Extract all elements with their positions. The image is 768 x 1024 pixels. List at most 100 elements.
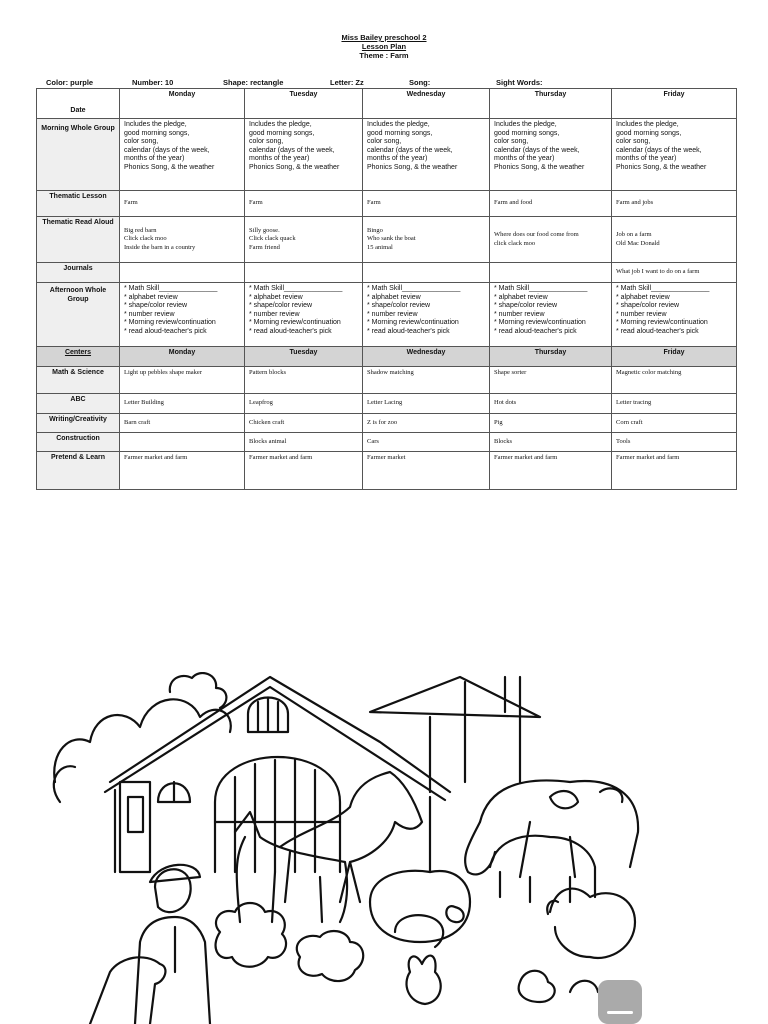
pretend-label: Pretend & Learn (36, 451, 120, 490)
dog (88, 956, 167, 1024)
day-header: Tuesday (244, 88, 363, 119)
journals-label: Journals (36, 262, 120, 283)
pony (233, 810, 349, 924)
readaloud-cell: Bingo Who sank the boat 15 animal (362, 216, 490, 263)
journals-cell (362, 262, 490, 283)
construction-cell (119, 432, 245, 452)
afternoon-cell: * Math Skill_______________ * alphabet r… (611, 282, 737, 347)
sheep (214, 901, 288, 968)
day-header: Wednesday (362, 346, 490, 367)
thematic-cell: Farm (362, 190, 490, 217)
pretend-cell: Farmer market (362, 451, 490, 490)
barn-wall (113, 788, 432, 874)
table-row: ABC Letter Building Leapfrog Letter Laci… (36, 393, 737, 414)
minus-icon (607, 1011, 633, 1014)
construction-label: Construction (36, 432, 120, 452)
horse (278, 770, 424, 904)
thematic-cell: Farm (244, 190, 363, 217)
barn-door-arch (213, 755, 342, 874)
readaloud-cell: Big red barn Click clack moo Inside the … (119, 216, 245, 263)
barn-roof (108, 675, 452, 794)
math-label: Math & Science (36, 366, 120, 394)
barn-round-window (156, 780, 192, 804)
journals-cell (489, 262, 612, 283)
bunny (405, 954, 442, 1006)
table-row: Writing/Creativity Barn craft Chicken cr… (36, 413, 737, 433)
barn-side-door (118, 780, 152, 874)
pretend-cell: Farmer market and farm (611, 451, 737, 490)
cow-body (478, 779, 640, 879)
barn-door-planks (213, 758, 342, 874)
morning-label: Morning Whole Group (36, 118, 120, 191)
math-cell: Shape sorter (489, 366, 612, 394)
thematic-cell: Farm (119, 190, 245, 217)
awning-roof (368, 675, 542, 719)
pretend-cell: Farmer market and farm (119, 451, 245, 490)
thematic-cell: Farm and jobs (611, 190, 737, 217)
morning-cell: Includes the pledge, good morning songs,… (362, 118, 490, 191)
sheep-2 (295, 929, 365, 983)
cow-spots (548, 787, 624, 810)
day-header: Wednesday (362, 88, 490, 119)
math-cell: Magnetic color matching (611, 366, 737, 394)
document-header: Miss Bailey preschool 2 Lesson Plan Them… (0, 33, 768, 60)
writing-cell: Chicken craft (244, 413, 363, 433)
thematic-label: Thematic Lesson (36, 190, 120, 217)
small-cow (488, 834, 597, 904)
construction-cell: Cars (362, 432, 490, 452)
pretend-cell: Farmer market and farm (244, 451, 363, 490)
barn-roof-edge (103, 685, 447, 802)
afternoon-label: Afternoon Whole Group (36, 282, 120, 347)
farmer-head (153, 868, 192, 914)
afternoon-cell: * Math Skill_______________ * alphabet r… (119, 282, 245, 347)
math-cell: Light up pebbles shape maker (119, 366, 245, 394)
pretend-cell: Farmer market and farm (489, 451, 612, 490)
math-cell: Pattern blocks (244, 366, 363, 394)
meta-number: Number: 10 (132, 78, 174, 87)
doc-title: Miss Bailey preschool 2 (341, 33, 427, 42)
tree-left (52, 765, 77, 804)
writing-cell: Z is for zoo (362, 413, 490, 433)
writing-cell: Pig (489, 413, 612, 433)
lesson-plan-table: Date Monday Tuesday Wednesday Thursday F… (36, 88, 737, 490)
readaloud-label: Thematic Read Aloud (36, 216, 120, 263)
day-header: Thursday (489, 88, 612, 119)
day-header: Monday (119, 346, 245, 367)
afternoon-cell: * Math Skill_______________ * alphabet r… (489, 282, 612, 347)
construction-cell: Blocks animal (244, 432, 363, 452)
scroll-to-top-button[interactable] (598, 980, 642, 1024)
journals-cell: What job I want to do on a farm (611, 262, 737, 283)
construction-cell: Blocks (489, 432, 612, 452)
farmer-cap (148, 863, 202, 884)
doc-subtitle: Lesson Plan (361, 42, 407, 51)
day-header: Friday (611, 88, 737, 119)
meta-color: Color: purple (46, 78, 94, 87)
farm-coloring-illustration (52, 672, 640, 1024)
ducklings (517, 969, 600, 1004)
meta-song: Song: (409, 78, 431, 87)
readaloud-cell: Silly goose. Click clack quack Farm frie… (244, 216, 363, 263)
table-row: Construction Blocks animal Cars Blocks T… (36, 432, 737, 452)
morning-cell: Includes the pledge, good morning songs,… (244, 118, 363, 191)
day-header: Friday (611, 346, 737, 367)
morning-cell: Includes the pledge, good morning songs,… (489, 118, 612, 191)
tree-outline (53, 698, 232, 784)
abc-cell: Letter tracing (611, 393, 737, 414)
pig (368, 869, 472, 944)
construction-cell: Tools (611, 432, 737, 452)
chicken-comb (546, 899, 560, 916)
writing-cell: Barn craft (119, 413, 245, 433)
table-row: Thematic Read Aloud Big red barn Click c… (36, 216, 737, 263)
barn-window (246, 696, 290, 734)
morning-cell: Includes the pledge, good morning songs,… (611, 118, 737, 191)
table-row: Morning Whole Group Includes the pledge,… (36, 118, 737, 191)
abc-cell: Letter Building (119, 393, 245, 414)
afternoon-cell: * Math Skill_______________ * alphabet r… (244, 282, 363, 347)
abc-label: ABC (36, 393, 120, 414)
centers-label-text: Centers (64, 349, 92, 356)
table-row: Thematic Lesson Farm Farm Farm Farm and … (36, 190, 737, 217)
abc-cell: Letter Lacing (362, 393, 490, 414)
thematic-cell: Farm and food (489, 190, 612, 217)
readaloud-cell: Job on a farm Old Mac Donald (611, 216, 737, 263)
meta-sight-words: Sight Words: (496, 78, 543, 87)
